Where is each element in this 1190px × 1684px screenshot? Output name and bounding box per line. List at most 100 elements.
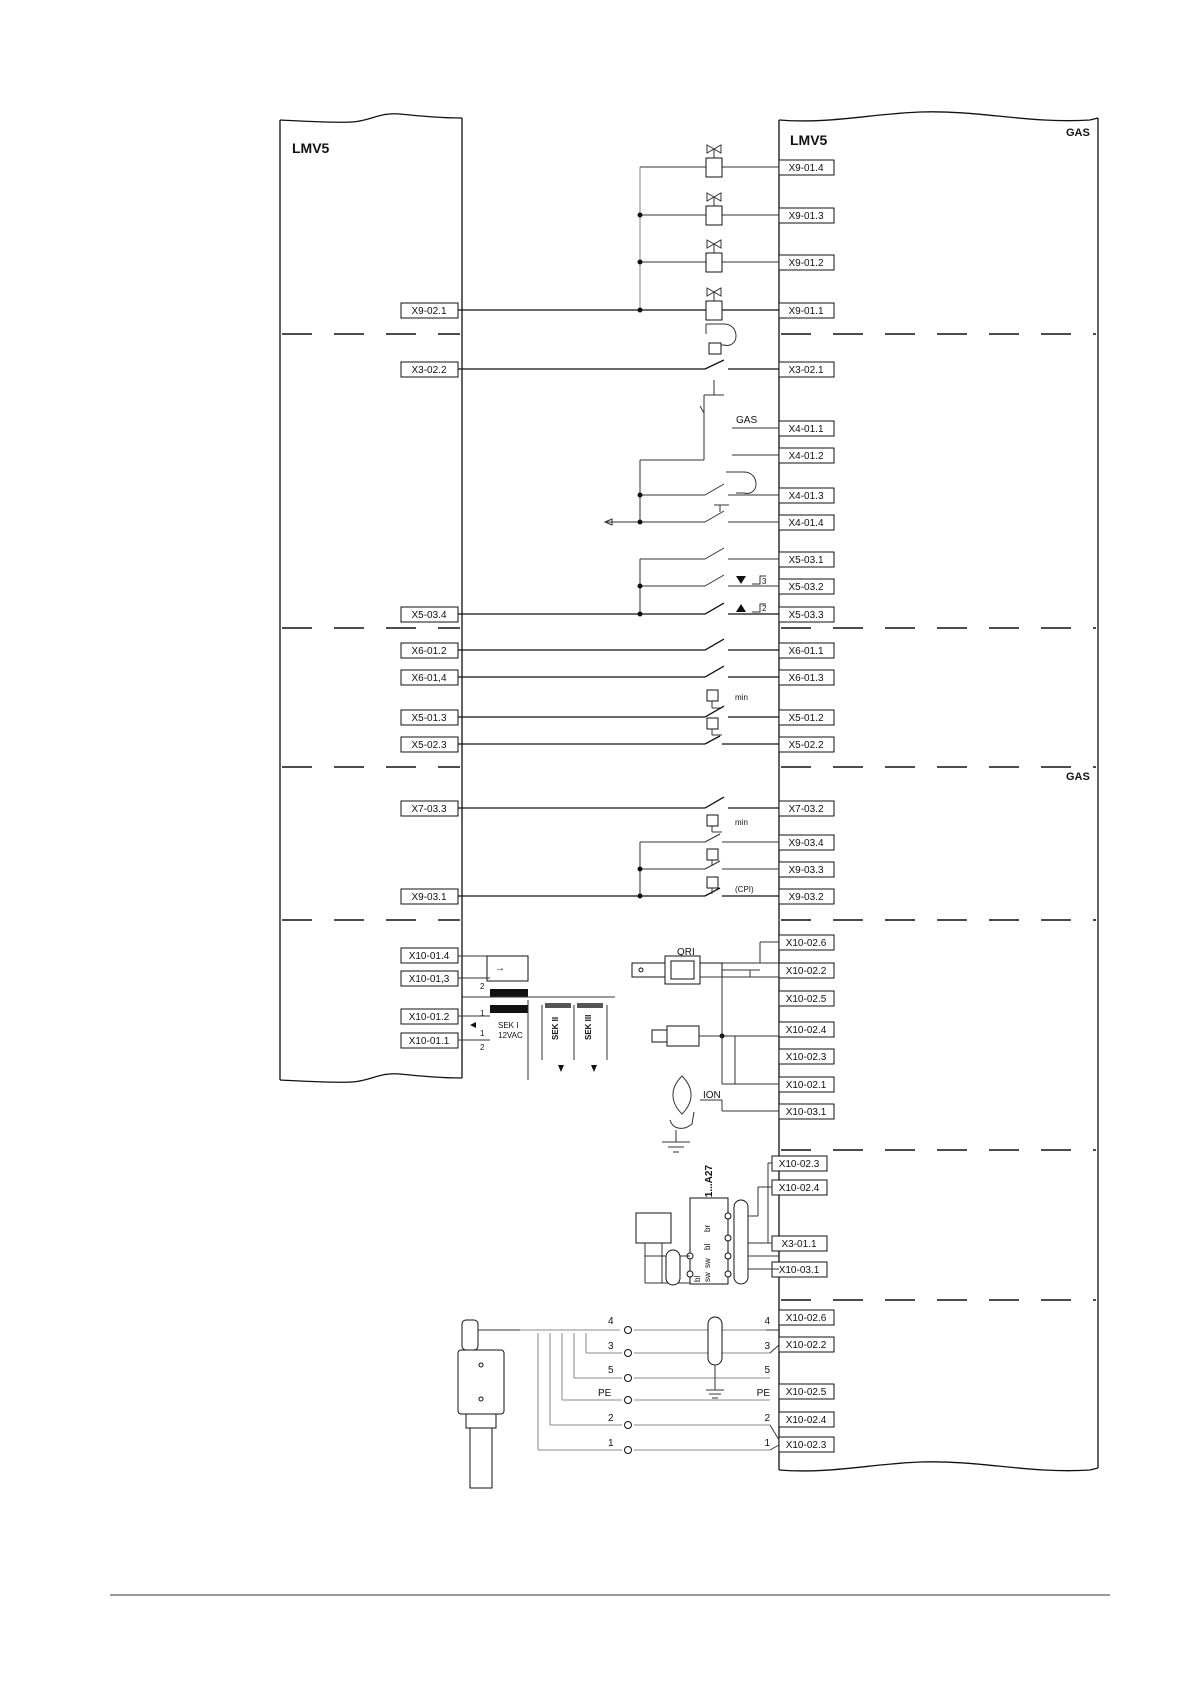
svg-text:X10-02.3: X10-02.3 xyxy=(779,1159,820,1170)
fan-control-section: GAS xyxy=(458,323,779,526)
svg-text:X10-02.3: X10-02.3 xyxy=(786,1440,827,1451)
left-terminal: X6-01.2 xyxy=(400,642,459,659)
section-separators xyxy=(282,333,1096,1301)
right-terminals: X9-01.4 X9-01.3 X9-01.2 X9-01.1 X3-02.1 … xyxy=(771,159,835,1453)
valve-icon xyxy=(705,192,723,226)
gas-pressure-section: min (CPI) xyxy=(458,796,779,899)
svg-text:X10-02.4: X10-02.4 xyxy=(786,1415,827,1426)
sek2-label: SEK II xyxy=(551,1017,560,1040)
right-terminal: X10-02.6 xyxy=(778,1309,835,1326)
valve-icon xyxy=(705,239,723,273)
left-unit-title: LMV5 xyxy=(292,140,330,156)
gas-tag-middle: GAS xyxy=(1066,771,1090,783)
left-terminals: X9-02.1 X3-02.2 X5-03.4 X6-01.2 X6-01,4 … xyxy=(400,302,459,1049)
svg-text:X5-03.1: X5-03.1 xyxy=(788,555,823,566)
svg-text:X6-01.3: X6-01.3 xyxy=(788,673,823,684)
svg-text:X10-03.1: X10-03.1 xyxy=(779,1265,820,1276)
vac-label: 12VAC xyxy=(498,1031,523,1040)
svg-text:X10-01.2: X10-01.2 xyxy=(409,1012,450,1023)
left-terminal: X5-03.4 xyxy=(400,606,459,623)
right-terminal: X10-02.3 xyxy=(778,1436,835,1453)
right-terminal: X5-03.1 xyxy=(778,551,835,568)
cable-number-left: PE xyxy=(598,1388,612,1399)
cable-section: 4 3 5 PE 2 1 4 3 5 PE 2 1 xyxy=(457,1316,780,1489)
svg-text:X9-02.1: X9-02.1 xyxy=(411,306,446,317)
sensor-probe-icon xyxy=(457,1319,520,1489)
wire-label: br xyxy=(703,1225,712,1232)
shield-icon xyxy=(706,1316,724,1399)
cable-number-right: 5 xyxy=(764,1365,770,1376)
up-arrow-icon xyxy=(736,604,746,612)
svg-text:X10-02.4: X10-02.4 xyxy=(779,1183,820,1194)
pressure-switch-icon xyxy=(706,717,722,736)
left-terminal: X10-01,3 xyxy=(400,970,459,987)
valve-icon xyxy=(705,287,723,321)
svg-text:X9-03.2: X9-03.2 xyxy=(788,892,823,903)
cable-number-left: 3 xyxy=(608,1341,614,1352)
cpi-label: (CPI) xyxy=(735,885,754,894)
svg-text:X9-03.4: X9-03.4 xyxy=(788,838,823,849)
pin-number: 1 xyxy=(480,1029,485,1038)
load-controller-section: 3 2 xyxy=(458,547,779,617)
wire-label: bl xyxy=(703,1244,712,1250)
fan-icon xyxy=(726,471,757,494)
cable-number-right: 1 xyxy=(764,1438,770,1449)
svg-text:X10-02.5: X10-02.5 xyxy=(786,1387,827,1398)
min-label: min xyxy=(735,693,748,702)
flame-icon xyxy=(662,1075,695,1153)
power-supply-icon xyxy=(635,1212,690,1286)
right-terminal: X10-02.3 xyxy=(778,1048,835,1065)
right-terminal: X10-03.1 xyxy=(771,1261,828,1278)
svg-text:X10-02.2: X10-02.2 xyxy=(786,966,827,977)
right-terminal: X3-02.1 xyxy=(778,361,835,378)
left-unit: LMV5 xyxy=(279,113,463,1083)
left-terminal: X10-01.1 xyxy=(400,1032,459,1049)
right-terminal: X10-02.3 xyxy=(771,1155,828,1172)
pressure-switch-section: min xyxy=(458,638,779,745)
right-terminal: X10-02.1 xyxy=(778,1076,835,1093)
svg-text:X5-01.2: X5-01.2 xyxy=(788,713,823,724)
right-terminal: X9-03.2 xyxy=(778,888,835,905)
right-terminal: X4-01.2 xyxy=(778,447,835,464)
right-unit-title: LMV5 xyxy=(790,132,828,148)
svg-text:X10-02.5: X10-02.5 xyxy=(786,994,827,1005)
sensor-section: QRI I xyxy=(631,941,779,1153)
svg-text:X5-02.2: X5-02.2 xyxy=(788,740,823,751)
svg-text:X7-03.2: X7-03.2 xyxy=(788,804,823,815)
svg-text:X4-01.4: X4-01.4 xyxy=(788,518,823,529)
svg-text:X9-01.3: X9-01.3 xyxy=(788,211,823,222)
right-terminal: X10-02.5 xyxy=(778,1383,835,1400)
left-terminal: X9-02.1 xyxy=(400,302,459,319)
pin-number: 2 xyxy=(480,1043,485,1052)
gas-valves-section xyxy=(458,144,779,321)
svg-text:X9-01.4: X9-01.4 xyxy=(788,163,823,174)
right-terminal: X9-01.2 xyxy=(778,254,835,271)
svg-text:X9-03.3: X9-03.3 xyxy=(788,865,823,876)
ion-label: ION xyxy=(703,1090,721,1101)
svg-text:X10-02.6: X10-02.6 xyxy=(786,938,827,949)
right-terminal: X6-01.1 xyxy=(778,642,835,659)
sek-panel: → 2 1 1 2 SEK I 12VAC SEK II SEK III xyxy=(458,955,615,1080)
right-terminal: X3-01.1 xyxy=(771,1235,828,1252)
fan-icon xyxy=(705,323,737,355)
svg-text:X10-03.1: X10-03.1 xyxy=(786,1107,827,1118)
qri-label: QRI xyxy=(677,947,695,958)
right-terminal: X10-02.6 xyxy=(778,934,835,951)
wire-label: sw xyxy=(703,1272,712,1282)
step-label: 2 xyxy=(762,604,767,613)
qri-sensor-icon xyxy=(631,955,723,985)
right-terminal: X10-02.4 xyxy=(771,1179,828,1196)
left-terminal: X5-02.3 xyxy=(400,736,459,753)
right-terminal: X10-02.4 xyxy=(778,1021,835,1038)
svg-text:X10-01.1: X10-01.1 xyxy=(409,1036,450,1047)
svg-text:X6-01.1: X6-01.1 xyxy=(788,646,823,657)
left-terminal: X10-01.4 xyxy=(400,947,459,964)
left-terminal: X6-01,4 xyxy=(400,669,459,686)
svg-text:X5-03.4: X5-03.4 xyxy=(411,610,446,621)
pin-number: 1 xyxy=(480,1009,485,1018)
cable-number-right: 2 xyxy=(764,1413,770,1424)
pressure-switch-icon xyxy=(706,876,719,894)
svg-text:X7-03.3: X7-03.3 xyxy=(411,804,446,815)
right-terminal: X10-02.2 xyxy=(778,1336,835,1353)
svg-text:X4-01.3: X4-01.3 xyxy=(788,491,823,502)
